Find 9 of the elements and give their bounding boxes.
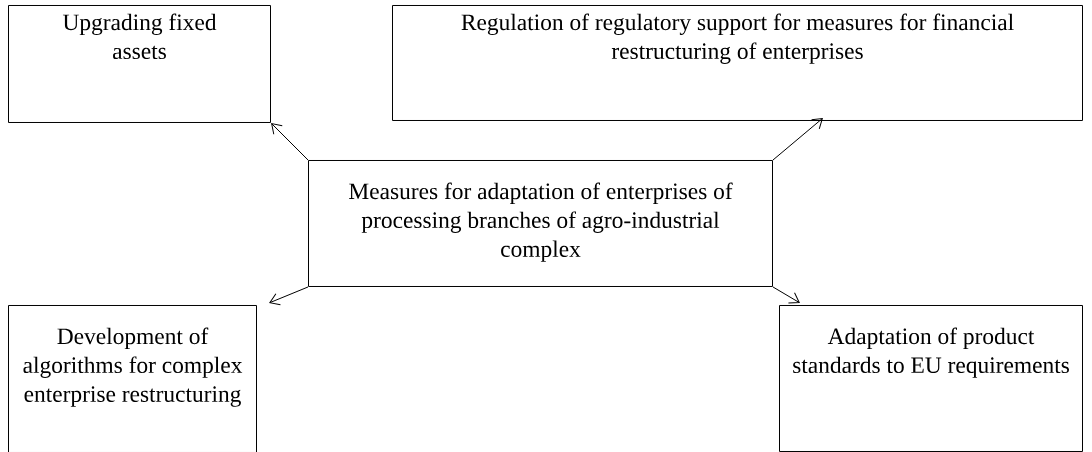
text-box: Development of algorithms for complex enterprise restructuring (8, 305, 257, 452)
arrow (772, 118, 823, 161)
text-box: Adaptation of product standards to EU requirements (779, 305, 1083, 452)
text-box: Measures for adaptation of enterprises of processing branches of agro-industrial complex (308, 160, 773, 287)
text-box: Upgrading fixed assets (8, 5, 271, 123)
arrow (271, 123, 309, 161)
arrow (772, 286, 800, 304)
arrow (269, 286, 309, 306)
text-box: Regulation of regulatory support for measures for financial restructuring of enterprises (392, 5, 1083, 121)
